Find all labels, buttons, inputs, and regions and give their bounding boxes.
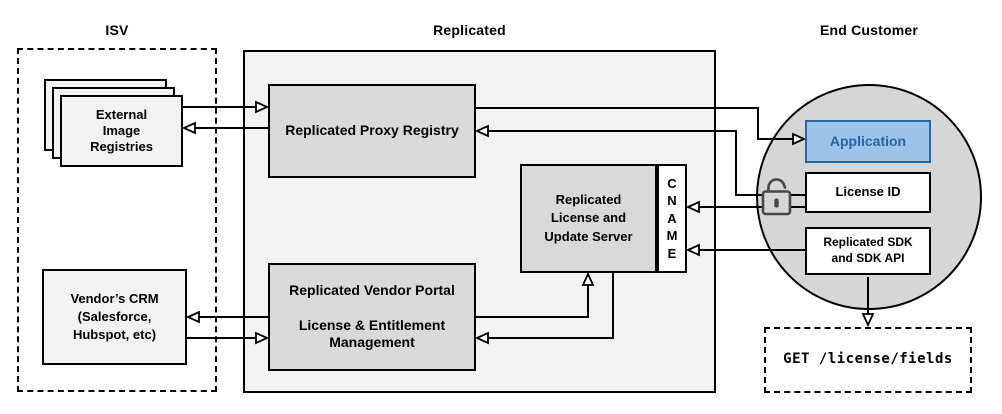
sdk-label-line: Replicated SDK	[823, 235, 913, 250]
get-license-fields-node: GET /license/fields	[764, 327, 972, 393]
vendor-portal-label-line: Management	[329, 334, 415, 351]
isv-group-box	[17, 48, 217, 392]
external-image-registries-node: External Image Registries	[60, 95, 183, 167]
crm-label-line: Vendor’s CRM	[70, 290, 159, 306]
arrow-proxy-to-registries	[181, 121, 268, 135]
arrow-sdk-to-get-endpoint	[861, 277, 875, 328]
sdk-label-line: and SDK API	[831, 251, 905, 265]
license-server-label-line: Update Server	[544, 228, 633, 244]
arrow-portal-to-crm	[185, 310, 268, 324]
vendor-portal-title: Replicated Vendor Portal	[289, 282, 455, 299]
registries-label-line: Image	[102, 122, 141, 138]
arrow-registries-to-proxy	[183, 100, 270, 114]
arrow-license-server-to-portal	[474, 273, 614, 345]
crm-label-line: Hubspot, etc)	[72, 327, 157, 343]
vendors-crm-node: Vendor’s CRM (Salesforce, Hubspot, etc)	[42, 269, 187, 365]
cname-letter: C	[667, 175, 677, 191]
arrow-proxy-to-application	[476, 107, 807, 146]
application-node: Application	[805, 120, 931, 163]
cname-letter: E	[667, 245, 677, 261]
cname-letter: N	[667, 193, 677, 209]
lock-icon	[761, 178, 792, 216]
arrow-license-id-to-cname	[685, 200, 805, 214]
get-endpoint-label: GET /license/fields	[783, 351, 953, 368]
cname-letter: M	[666, 228, 678, 244]
proxy-registry-label: Replicated Proxy Registry	[285, 122, 459, 139]
vendor-portal-label-line: License & Entitlement	[298, 316, 446, 333]
registries-label-line: External	[95, 106, 148, 122]
license-id-node: License ID	[805, 172, 931, 213]
replicated-section-label: Replicated	[433, 22, 506, 38]
arrow-portal-to-license-server	[476, 271, 595, 318]
license-id-label: License ID	[835, 184, 901, 200]
license-update-server-node: Replicated License and Update Server	[520, 164, 657, 273]
arrow-sdk-to-cname	[685, 243, 805, 257]
crm-label-line: (Salesforce,	[77, 308, 152, 324]
cname-letter: A	[667, 210, 677, 226]
registries-label-line: Registries	[90, 139, 153, 155]
replicated-proxy-registry-node: Replicated Proxy Registry	[268, 84, 476, 178]
vendor-portal-node: Replicated Vendor Portal License & Entit…	[268, 263, 476, 371]
cname-strip-node: C N A M E	[657, 164, 687, 273]
arrow-crm-to-portal	[187, 331, 270, 345]
isv-section-label: ISV	[105, 22, 129, 38]
arrow-license-id-to-proxy	[474, 124, 805, 196]
license-server-label-line: Replicated	[555, 192, 622, 208]
replicated-sdk-node: Replicated SDK and SDK API	[805, 227, 931, 275]
license-server-label-line: License and	[550, 210, 627, 226]
end-customer-section-label: End Customer	[819, 22, 919, 38]
application-label: Application	[829, 132, 907, 149]
